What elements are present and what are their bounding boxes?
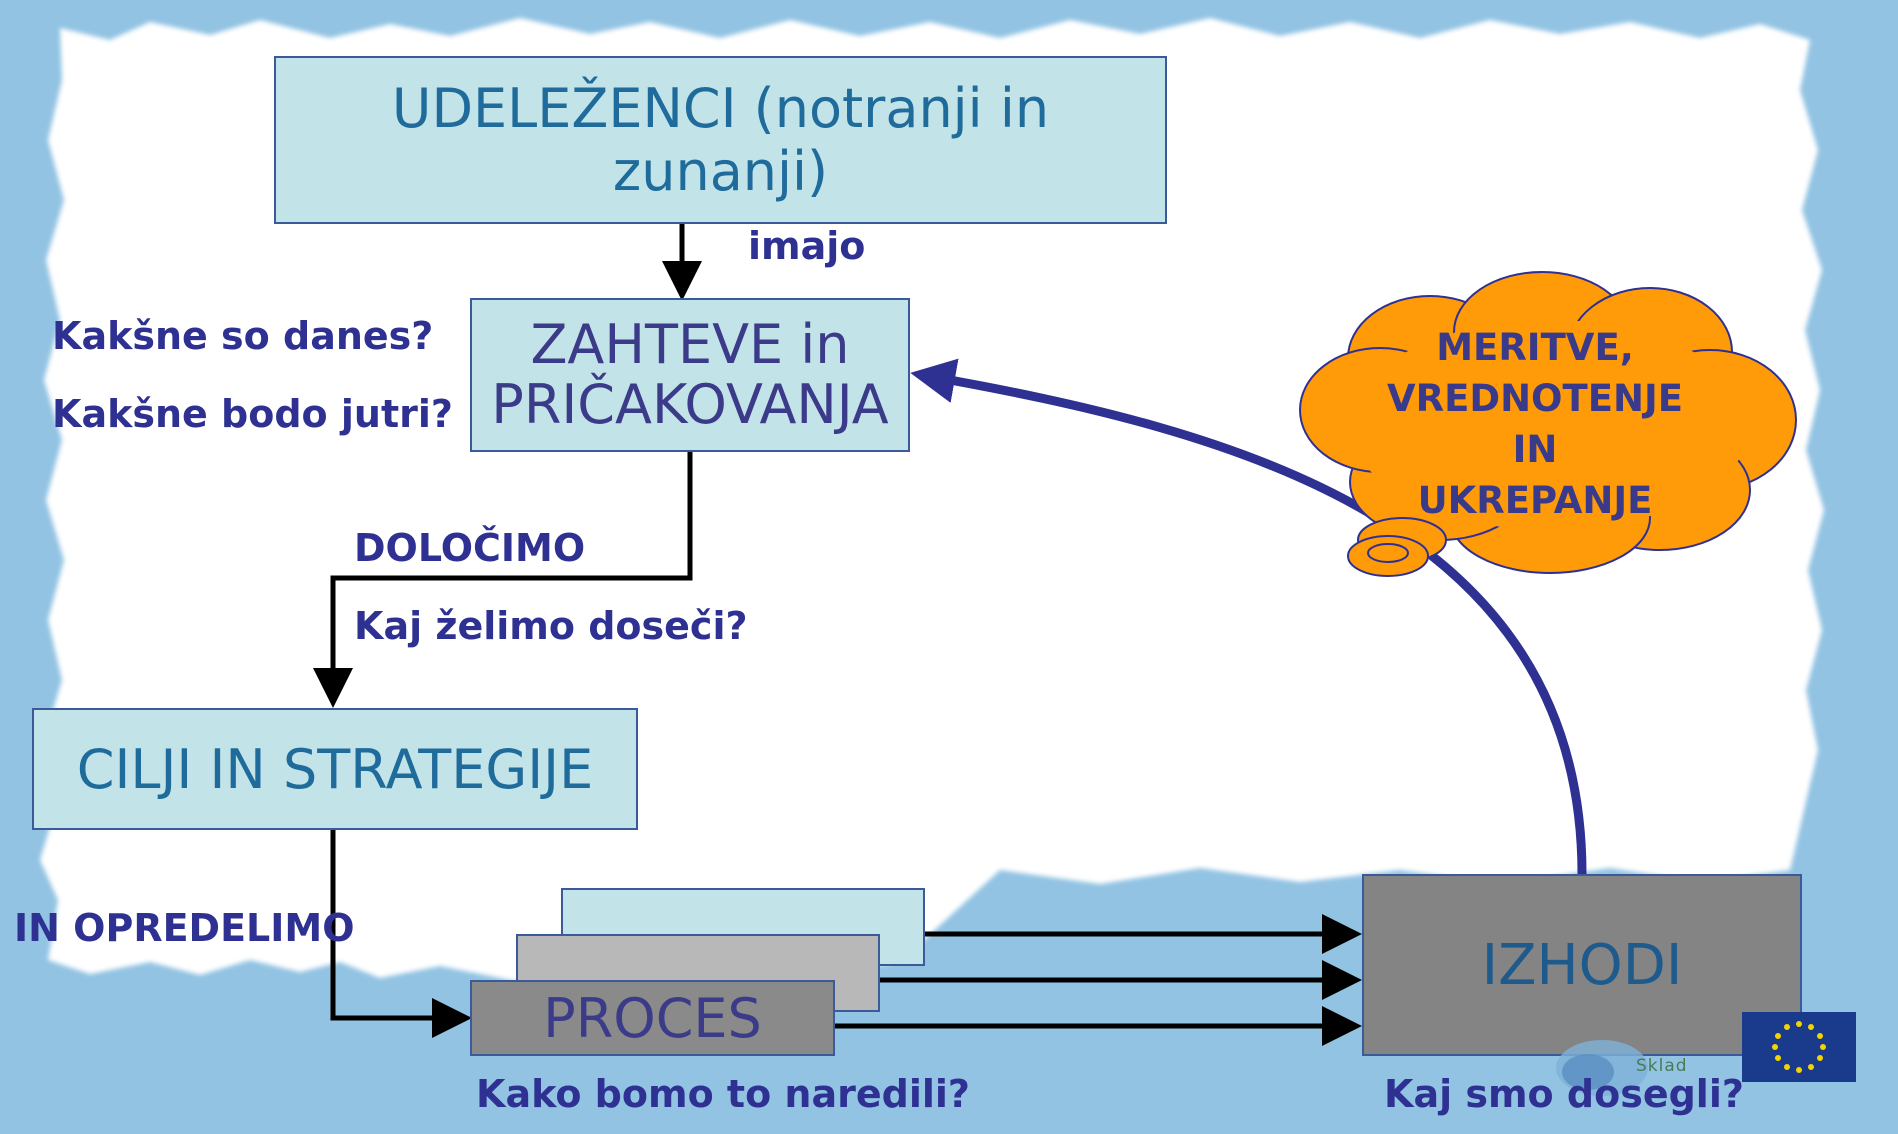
- proces-box: PROCES: [470, 980, 835, 1056]
- cloud-line-meritve: MERITVE,: [1436, 326, 1634, 369]
- izhodi-label: IZHODI: [1481, 932, 1683, 998]
- proces-label: PROCES: [543, 986, 762, 1050]
- cilji-box: CILJI IN STRATEGIJE: [32, 708, 638, 830]
- thought-cloud: [1299, 271, 1797, 577]
- udelezenci-label: UDELEŽENCI (notranji in zunanji): [391, 77, 1050, 203]
- arrow-zahteve-to-cilji: [313, 450, 693, 708]
- logo-text: Sklad: [1636, 1056, 1688, 1076]
- label-imajo: imajo: [748, 224, 866, 268]
- eu-flag: [1742, 1012, 1856, 1082]
- thought-bubble-tail: [1347, 517, 1447, 577]
- label-kaj-smo: Kaj smo dosegli?: [1384, 1072, 1744, 1116]
- zahteve-label-line2: PRIČAKOVANJA: [491, 373, 889, 436]
- cilji-label: CILJI IN STRATEGIJE: [76, 737, 594, 801]
- label-kaj-zelimo: Kaj želimo doseči?: [354, 604, 748, 648]
- label-kako-bomo: Kako bomo to naredili?: [476, 1072, 970, 1116]
- cloud-line-in: IN: [1512, 428, 1558, 471]
- izhodi-box: IZHODI: [1362, 874, 1802, 1056]
- arrow-cilji-to-proces: [330, 830, 472, 1038]
- label-jutri: Kakšne bodo jutri?: [52, 392, 453, 436]
- label-dolocimo: DOLOČIMO: [354, 526, 586, 570]
- cloud-line-vrednotenje: VREDNOTENJE: [1386, 377, 1684, 420]
- zahteve-box: ZAHTEVE in PRIČAKOVANJA: [470, 298, 910, 452]
- label-in-opredelimo: IN OPREDELIMO: [14, 906, 355, 950]
- cloud-line-ukrepanje: UKREPANJE: [1417, 479, 1653, 522]
- zahteve-label-line1: ZAHTEVE in: [530, 313, 850, 376]
- sklad-logo: [1556, 1012, 1856, 1096]
- cloud-text: MERITVE, VREDNOTENJE IN UKREPANJE: [1330, 322, 1740, 526]
- label-danes: Kakšne so danes?: [52, 314, 434, 358]
- udelezenci-box: UDELEŽENCI (notranji in zunanji): [274, 56, 1167, 224]
